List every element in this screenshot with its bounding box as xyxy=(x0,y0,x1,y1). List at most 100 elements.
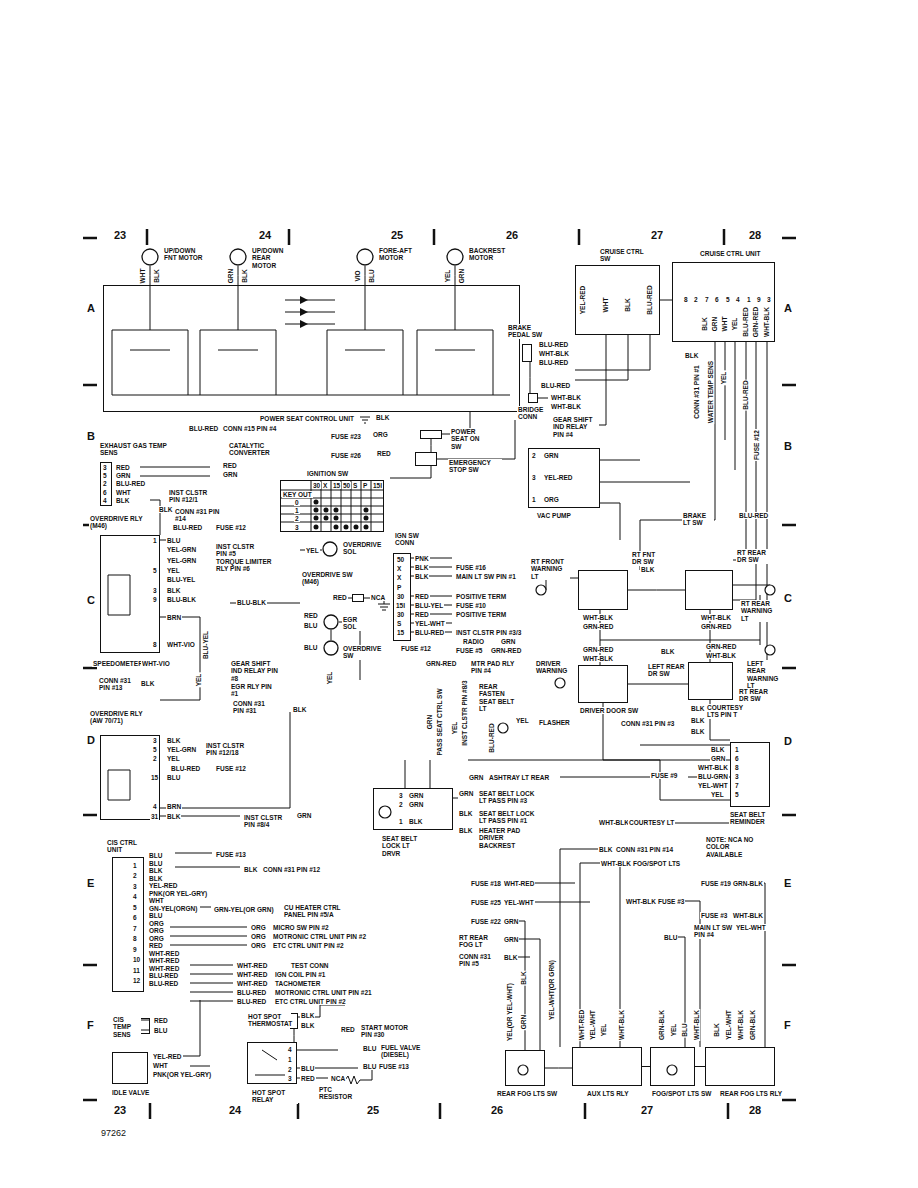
wire-label: RED xyxy=(414,593,430,600)
wire-label: FUSE #3 xyxy=(657,898,685,905)
wire-label: GEAR SHIFT IND RELAY PIN #8 xyxy=(230,660,282,682)
wire-label: GRN-RED xyxy=(705,643,737,650)
grid-reference: C xyxy=(783,592,793,605)
grid-reference: E xyxy=(783,877,792,890)
wire-label: BLK xyxy=(243,866,258,873)
wire-label: FUSE #18 xyxy=(470,880,502,887)
component-label: IGN SW CONN xyxy=(394,532,430,547)
wire-label: YEL xyxy=(670,1023,677,1038)
wire-label: GRN xyxy=(222,471,238,478)
wire-label: 1 xyxy=(398,818,404,825)
wire-label: MAIN LT SW PIN #4 xyxy=(693,924,735,939)
wire-connector xyxy=(545,1068,572,1069)
wire-label: WHT-BLK xyxy=(700,614,732,621)
contact-dot xyxy=(314,525,319,530)
wire-label: YEL-WHT xyxy=(503,899,535,906)
wire-label: RT REAR DR SW xyxy=(738,688,770,703)
wire-label: WHT-BLK xyxy=(732,912,764,919)
wire-label: WHT-RED xyxy=(148,957,180,964)
component-label: VAC PUMP xyxy=(536,512,572,519)
lamp-symbol xyxy=(498,723,508,733)
contact-dot xyxy=(334,516,339,521)
wire-label: 2 xyxy=(102,480,108,487)
component-box: FOG/SPOT LTS SW xyxy=(650,1047,695,1086)
wire-label: BLK xyxy=(300,1022,315,1029)
component-label: BACKREST MOTOR xyxy=(468,247,512,262)
light-wire xyxy=(516,849,765,1050)
wire-label: CONN #31 PIN #31 xyxy=(232,700,274,715)
wire-label: WHT-BLK xyxy=(600,860,632,867)
wire-label: CATALYTIC CONVERTER xyxy=(228,442,285,457)
drawing-number: 97262 xyxy=(100,1128,127,1138)
wire-label: WHT xyxy=(148,897,165,904)
wire-label: GRN-BLK xyxy=(732,880,764,887)
wire-label: P xyxy=(396,584,402,591)
component-box: RT REAR DR SW xyxy=(685,570,733,610)
wire-label: WHT-RED xyxy=(503,880,535,887)
wire-label: POSITIVE TERM xyxy=(455,611,507,618)
wire-label: BLK xyxy=(408,818,423,825)
wire-label: BRN xyxy=(166,614,182,621)
wire-label: CONN #31 PIN #14 xyxy=(174,508,221,523)
wire-label: YEL xyxy=(720,371,727,386)
wire-label: ETC CTRL UNIT PIN #2 xyxy=(274,998,347,1005)
wire-label: FUEL VALVE (DIESEL) xyxy=(380,1044,427,1059)
wire-label: WHT xyxy=(152,1062,169,1069)
wire-label: WHT xyxy=(602,297,609,314)
wire-label: 0 xyxy=(294,499,300,506)
wire-label: 3 xyxy=(294,524,300,531)
component-label: OVERDRIVE SW (M46) xyxy=(301,571,361,586)
wire-label: WHT xyxy=(139,268,146,285)
grid-reference: 25 xyxy=(390,229,404,242)
wire-label: 8 xyxy=(152,641,158,648)
wire-label: YEL xyxy=(515,717,530,724)
wire-label: GRN xyxy=(503,918,519,925)
wire-label: FUSE #13 xyxy=(215,851,247,858)
lamp-symbol xyxy=(667,1065,677,1075)
grid-reference: 25 xyxy=(366,1104,380,1117)
door-wire xyxy=(546,578,770,760)
component-label: SEAT BELT LOCK LT DRVR xyxy=(381,835,428,857)
grid-reference: A xyxy=(783,302,793,315)
wire-label: NCA xyxy=(370,594,386,601)
wire-label: BLU-RED xyxy=(188,425,219,432)
wire-label: WHT-BLK xyxy=(582,655,614,662)
wire-label: YEL xyxy=(305,547,320,554)
wire-label: RED xyxy=(303,612,319,619)
wire-label: FUSE #26 xyxy=(330,452,362,459)
component-label: POWER SEAT ON SW xyxy=(450,428,492,450)
component-box: BRAKE PEDAL SW xyxy=(522,344,532,362)
wire-label: CONN #31 PIN #13 xyxy=(98,677,135,692)
wire-label: RED xyxy=(376,450,392,457)
wire-label: BLU-YEL xyxy=(166,576,196,583)
component-box: CIS TEMP SENS xyxy=(140,1018,150,1034)
wire-label: ORG xyxy=(250,942,267,949)
component-label: RT FNT DR SW xyxy=(631,551,663,566)
wire-label: RED xyxy=(153,1017,169,1024)
wire-label: BLK xyxy=(458,827,473,834)
wire-label: GRN-YEL(OR GRN) xyxy=(213,906,275,913)
wire-label: WHT-BLK xyxy=(618,1009,625,1041)
component-label: CIS TEMP SENS xyxy=(112,1016,141,1038)
wire-label: GRN-BLK xyxy=(658,1009,665,1041)
wire-label: GRN-BLK xyxy=(749,1009,756,1041)
grid-reference: B xyxy=(86,430,96,443)
wire-label: GRN xyxy=(227,268,234,284)
wire-label: S xyxy=(396,620,402,627)
wire-label: YEL-RED xyxy=(148,882,179,889)
component-label: OVERDRIVE RLY (AW 70/71) xyxy=(89,710,157,725)
wire-label: ORG xyxy=(250,924,267,931)
wire-label: FUSE #3 xyxy=(700,912,728,919)
wire-label: GRN-RED xyxy=(490,647,522,654)
wire-label: FUSE #16 xyxy=(455,564,487,571)
lamp-symbol xyxy=(765,585,775,595)
wire-label: 12 xyxy=(132,977,141,984)
wire-label: CONN #31 PIN #12 xyxy=(262,866,321,873)
wire-label: GRN xyxy=(296,812,312,819)
wire-label: BLU-RED xyxy=(148,980,179,987)
wire-label: YEL-RED xyxy=(543,474,574,481)
wire-label: WHT-VIO xyxy=(166,641,196,648)
wire-label: 15 xyxy=(150,774,159,781)
wire-label: FUSE #13 xyxy=(378,1063,410,1070)
grid-reference: D xyxy=(783,735,793,748)
